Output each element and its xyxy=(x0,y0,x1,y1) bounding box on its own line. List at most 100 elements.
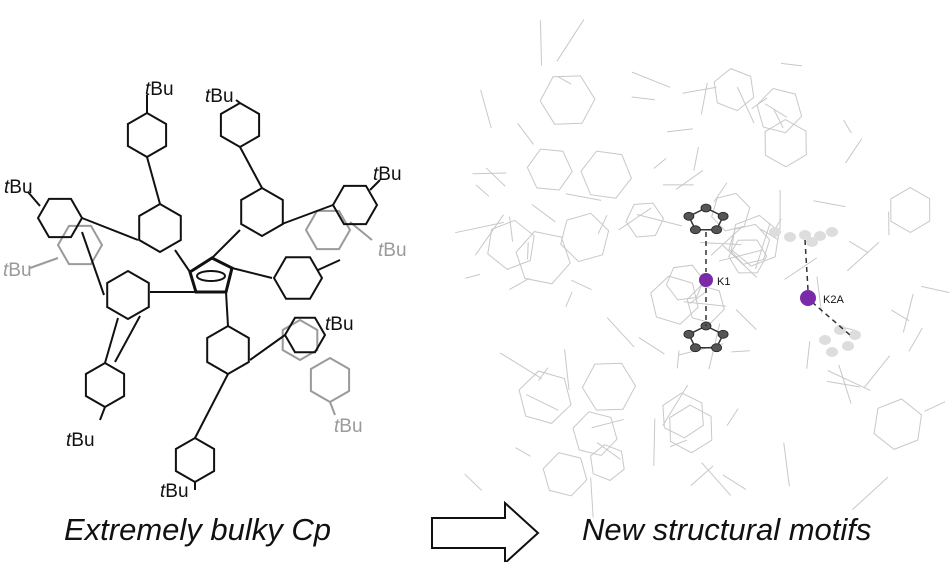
aryl-ring xyxy=(174,436,216,484)
wireframe-ring xyxy=(686,285,725,324)
aryl-ring xyxy=(84,361,126,409)
faded-carbon-atom xyxy=(834,325,846,335)
wireframe-bond xyxy=(590,477,594,518)
bond xyxy=(194,373,229,439)
faded-carbon-atom xyxy=(806,237,818,247)
wireframe-bond xyxy=(689,292,706,304)
bond xyxy=(29,257,59,269)
aryl-ring xyxy=(272,256,324,300)
wireframe-bond xyxy=(683,301,727,307)
wireframe-bond xyxy=(564,349,570,391)
aryl-ring xyxy=(240,186,284,238)
wireframe-bond xyxy=(690,465,714,486)
k2a-label: K2A xyxy=(823,294,844,306)
carbon-atom xyxy=(717,211,729,221)
wireframe-bond xyxy=(455,221,504,234)
aryl-ring xyxy=(36,197,84,239)
wireframe-bond xyxy=(508,216,514,242)
carbon-atom xyxy=(683,329,695,339)
wireframe-bond xyxy=(676,350,680,369)
wireframe-bond xyxy=(921,285,950,294)
tbu-label: tBu xyxy=(378,240,407,261)
wireframe-bond xyxy=(515,447,531,457)
wireframe-bond xyxy=(557,76,572,85)
wireframe-bond xyxy=(726,408,739,426)
wireframe-bond xyxy=(838,364,852,404)
k1-label: K1 xyxy=(717,276,730,288)
wireframe-bond xyxy=(693,146,699,171)
left-caption: Extremely bulky Cp xyxy=(64,512,332,547)
bond xyxy=(235,99,241,104)
wireframe-ring xyxy=(625,202,665,238)
tbu-label: tBu xyxy=(334,416,363,437)
bond xyxy=(27,191,41,207)
bond xyxy=(81,231,105,296)
carbon-atom xyxy=(690,343,701,353)
wireframe-bond xyxy=(806,341,811,369)
faded-carbon-atom xyxy=(849,330,861,340)
crystal-wireframe xyxy=(455,19,950,518)
wireframe-ring xyxy=(515,231,571,285)
wireframe-ring xyxy=(542,452,588,497)
faded-carbon-atom xyxy=(826,347,838,357)
wireframe-bond xyxy=(760,228,778,240)
aryl-ring xyxy=(206,324,250,376)
bond xyxy=(281,204,334,225)
carbon-atom xyxy=(690,225,701,235)
wireframe-bond xyxy=(816,276,823,314)
wireframe-ring xyxy=(665,264,705,301)
wireframe-bond xyxy=(538,367,549,381)
wireframe-bond xyxy=(465,273,481,279)
faded-carbon-atom xyxy=(769,227,781,237)
wireframe-bond xyxy=(653,157,667,169)
wireframe-ring xyxy=(581,362,637,411)
aryl-ring xyxy=(138,202,182,254)
tbu-label: tBu xyxy=(160,481,189,502)
wireframe-bond xyxy=(485,167,506,187)
wireframe-bond xyxy=(755,222,771,270)
wireframe-bond xyxy=(813,200,846,208)
wireframe-bond xyxy=(464,473,483,491)
faded-carbon-atom xyxy=(842,341,854,351)
wireframe-bond xyxy=(784,257,817,280)
wireframe-bond xyxy=(845,138,863,164)
faded-carbon-atom xyxy=(819,335,831,345)
faded-carbon-atom xyxy=(799,230,811,240)
aryl-ring xyxy=(126,111,168,159)
wireframe-bond xyxy=(780,62,803,67)
potassium-atom-k1 xyxy=(699,273,713,287)
bond xyxy=(317,259,341,271)
tbu-label: tBu xyxy=(325,314,354,335)
carbon-atom xyxy=(711,343,722,353)
aryl-ring xyxy=(219,101,261,149)
carbon-atom xyxy=(683,211,695,221)
faded-carbon-atom xyxy=(814,231,826,241)
faded-aryl-ring xyxy=(304,209,352,251)
wireframe-bond xyxy=(517,122,534,145)
tbu-label: tBu xyxy=(66,430,95,451)
wireframe-bond xyxy=(773,108,784,129)
bond xyxy=(114,315,141,363)
wireframe-ring xyxy=(662,392,704,439)
wireframe-ring xyxy=(890,187,931,233)
wireframe-bond xyxy=(700,82,708,115)
wireframe-bond xyxy=(474,214,504,256)
wireframe-bond xyxy=(480,89,492,129)
wireframe-bond xyxy=(591,418,624,429)
wireframe-bond xyxy=(852,476,889,510)
bond xyxy=(231,267,273,279)
bond xyxy=(369,179,381,191)
bond xyxy=(99,406,106,421)
wireframe-bond xyxy=(736,86,755,124)
wireframe-bond xyxy=(846,241,880,272)
wireframe-bond xyxy=(596,442,621,460)
wireframe-bond xyxy=(682,86,717,94)
tbu-label: tBu xyxy=(3,260,32,281)
wireframe-bond xyxy=(565,193,602,201)
reaction-arrow xyxy=(431,500,540,562)
wireframe-bond xyxy=(722,245,758,278)
wireframe-ring xyxy=(713,68,755,112)
wireframe-bond xyxy=(653,418,656,466)
potassium-atom-k2a xyxy=(800,290,816,306)
